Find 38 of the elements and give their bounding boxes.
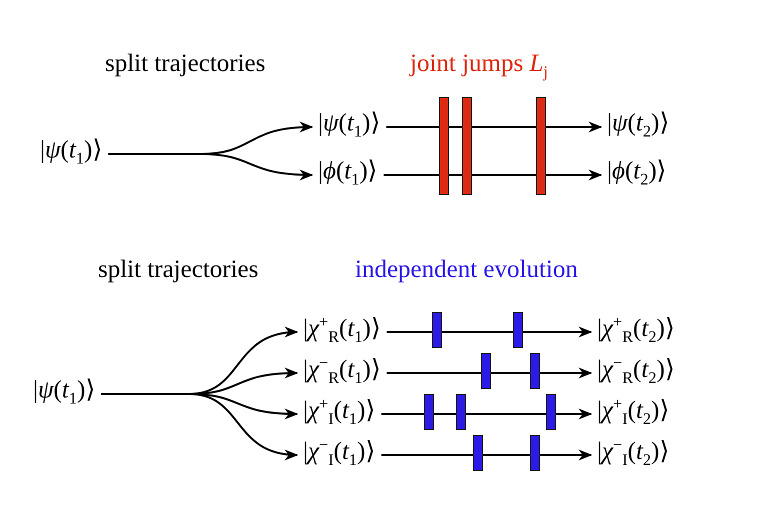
state-label: |ϕ(t$_{1}$)⟩ [318,155,378,191]
jump-bar [530,353,540,389]
section-heading: split trajectories [105,50,266,78]
jump-bar [424,394,434,430]
jump-bar [439,97,449,195]
jump-bar [456,394,466,430]
state-label: |χ$^{+}$$_{I}$(t$_{2}$)⟩ [597,394,670,430]
state-label: |χ$^{−}$$_{R}$(t$_{1}$)⟩ [303,352,381,390]
section-heading: independent evolution [355,256,578,284]
arrow [108,153,314,180]
arrow [381,449,592,461]
section-heading: split trajectories [98,256,258,284]
state-label: |ψ(t$_{1}$)⟩ [318,107,380,143]
arrow [381,408,592,420]
arrow [101,393,298,460]
state-label: |ϕ(t$_{2}$)⟩ [607,155,667,191]
state-label: |χ$^{−}$$_{R}$(t$_{2}$)⟩ [597,352,675,390]
jump-bar [546,394,556,430]
arrow [386,121,602,133]
state-label: |χ$^{+}$$_{R}$(t$_{1}$)⟩ [303,312,381,348]
state-label: |χ$^{−}$$_{I}$(t$_{2}$)⟩ [597,434,670,472]
jump-bar [481,353,491,389]
jump-bar [473,435,483,471]
jump-bar [432,312,442,348]
arrow [384,169,602,181]
arrow [386,367,592,379]
jump-bar [536,97,546,195]
state-label: |ψ(t$_{1}$)⟩ [40,134,102,170]
state-label: |ψ(t$_{1}$)⟩ [33,374,96,410]
jump-bar [530,435,540,471]
section-heading: joint jumps L$_{j}$ [410,50,548,82]
state-label: |χ$^{+}$$_{R}$(t$_{2}$)⟩ [597,312,675,348]
state-label: |χ$^{+}$$_{I}$(t$_{1}$)⟩ [303,394,376,430]
jump-bar [462,97,472,195]
state-label: |ψ(t$_{2}$)⟩ [607,107,670,143]
state-label: |χ$^{−}$$_{I}$(t$_{1}$)⟩ [303,434,376,472]
jump-bar [513,312,523,348]
arrow [386,326,592,338]
